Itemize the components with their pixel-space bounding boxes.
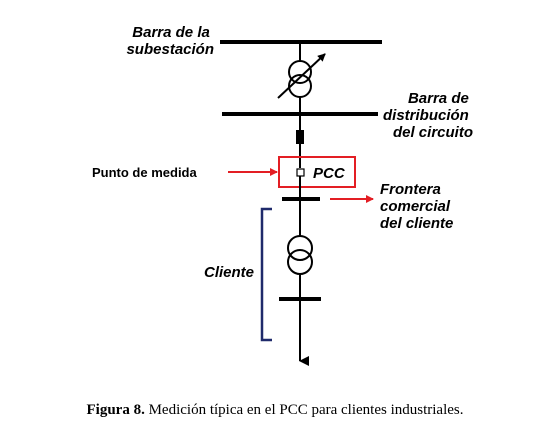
measurement-point-label: Punto de medida — [92, 165, 198, 180]
client-bracket — [260, 207, 272, 342]
client-label: Cliente — [204, 264, 254, 281]
commercial-boundary-label: Frontera comercial del cliente — [380, 181, 454, 232]
measurement-point-icon — [296, 168, 305, 177]
circuit-breaker-icon — [296, 130, 304, 144]
figure-caption: Figura 8. Medición típica en el PCC para… — [0, 402, 550, 419]
pcc-label: PCC — [313, 165, 346, 182]
substation-transformer-icon — [277, 53, 326, 99]
client-transformer-icon — [287, 235, 313, 275]
figure-caption-text: Medición típica en el PCC para clientes … — [148, 402, 464, 418]
substation-bus-label: Barra de la subestación — [126, 24, 214, 58]
figure-number: Figura 8. — [86, 402, 145, 418]
pcc-box — [278, 156, 356, 188]
distribution-bus-label: Barra de distribución del circuito — [383, 90, 473, 141]
